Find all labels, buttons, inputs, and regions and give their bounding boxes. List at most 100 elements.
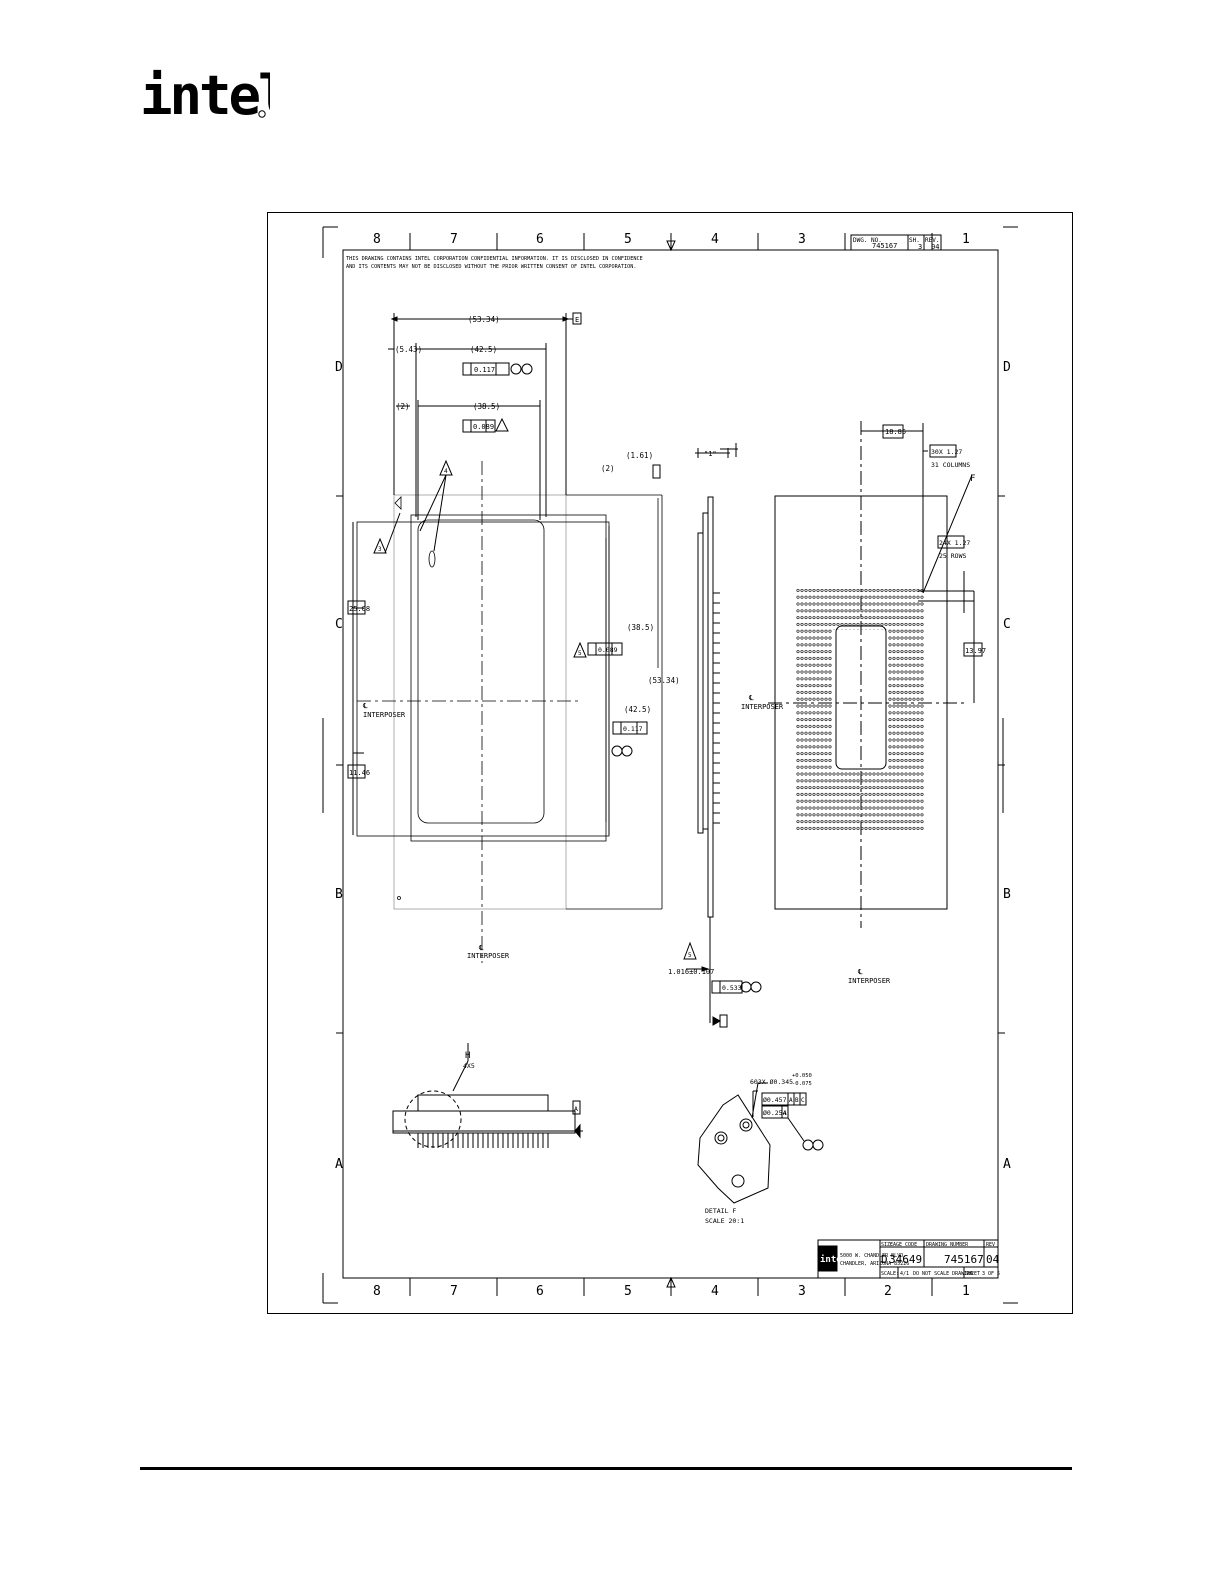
cl-interposer-right-mark: ℄ — [748, 694, 754, 702]
dim-2-left: (2) — [396, 402, 410, 411]
zone-col-5-bottom: 5 — [624, 1284, 632, 1299]
dim-1-f: "1" — [704, 450, 717, 458]
rev-label: REV — [986, 1242, 995, 1248]
dim-38-5-v: (38.5) — [627, 623, 654, 632]
detail-title: DETAIL F — [705, 1207, 736, 1215]
zone-col-8-bottom: 8 — [373, 1284, 381, 1299]
note-4-top: 4 — [444, 468, 448, 475]
zone-row-b-left: B — [335, 887, 343, 902]
zone-row-b-right: B — [1003, 887, 1011, 902]
hole-tol-minus: -0.075 — [792, 1081, 812, 1087]
dim-flatness: 0.533 — [722, 984, 742, 992]
scale-label: SCALE: — [881, 1271, 899, 1277]
fcf-0-089-right: 0.089 — [598, 646, 618, 654]
sheet-value: 3 OF 5 — [982, 1271, 1000, 1277]
zone-row-d-right: D — [1003, 360, 1011, 375]
dim-42-5: (42.5) — [470, 345, 497, 354]
dwg-value: 745167 — [944, 1253, 984, 1266]
dim-thickness: 1.016±0.107 — [668, 968, 714, 976]
intel-logo: intel — [140, 66, 270, 127]
hole-spec: 603X Ø0.345 — [750, 1078, 793, 1086]
drawing-frame: 8 7 6 5 4 3 1 8 7 6 5 4 3 2 1 D C B A D … — [267, 212, 1073, 1314]
cage-label: CAGE CODE — [890, 1242, 917, 1248]
dim-5-43: (5.43) — [395, 345, 422, 354]
fcf-0-117-top: 0.117 — [474, 366, 495, 374]
top-sheet: 3 — [918, 243, 922, 251]
zone-col-3-bottom: 3 — [798, 1284, 806, 1299]
fcf-0-117-right: 0.117 — [623, 725, 643, 733]
intel-logo-text: intel — [140, 66, 270, 127]
zone-row-a-left: A — [335, 1157, 343, 1172]
title-block-logo: intel — [820, 1254, 847, 1265]
dim-31-columns: 31 COLUMNS — [931, 461, 970, 469]
callout-h: H — [465, 1051, 470, 1061]
zone-col-4-top: 4 — [711, 232, 719, 247]
zone-col-1-top: 1 — [962, 232, 970, 247]
zone-col-4-bottom: 4 — [711, 1284, 719, 1299]
tol-0-254: Ø0.254 — [763, 1109, 787, 1117]
dim-18-85: 18.85 — [885, 428, 906, 436]
fcf-0-089-top: 0.089 — [473, 423, 494, 431]
company-line1: 5000 W. CHANDLER BLVD. — [840, 1253, 906, 1259]
dim-1-61: (1.61) — [626, 451, 653, 460]
note-5-right: 5 — [578, 650, 582, 657]
zone-row-c-left: C — [335, 617, 343, 632]
note-6: 5 — [688, 952, 692, 959]
cl-interposer-bottom-grid-mark: ℄ — [857, 968, 863, 976]
top-dwg-no: 745167 — [872, 242, 897, 250]
zone-col-7-top: 7 — [450, 232, 458, 247]
top-rev: 04 — [931, 243, 939, 251]
dim-53-34: (53.34) — [468, 315, 500, 324]
dim-13-97: 13.97 — [965, 647, 986, 655]
detail-scale: SCALE 20:1 — [705, 1217, 744, 1225]
cl-interposer-right: INTERPOSER — [741, 703, 784, 711]
datum-a-lower: A — [574, 1105, 578, 1113]
cl-interposer-bottom: INTERPOSER — [467, 952, 510, 960]
confidential-note-line1: THIS DRAWING CONTAINS INTEL CORPORATION … — [346, 256, 643, 262]
dim-42-5-v: (42.5) — [624, 705, 651, 714]
scale-value: 4/1 — [900, 1271, 909, 1277]
zone-col-5-top: 5 — [624, 232, 632, 247]
cl-interposer-bottom-grid: INTERPOSER — [848, 977, 891, 985]
zone-row-c-right: C — [1003, 617, 1011, 632]
dim-11-46: 11.46 — [349, 769, 370, 777]
cage-value: 34649 — [889, 1253, 922, 1266]
dim-2-right: (2) — [601, 464, 615, 473]
top-sheet-label: SH. — [909, 237, 920, 244]
top-dwg-no-label: DWG. NO. — [853, 237, 882, 244]
no-scale: DO NOT SCALE DRAWING — [913, 1271, 973, 1277]
confidential-note-line2: AND ITS CONTENTS MAY NOT BE DISCLOSED WI… — [346, 264, 636, 270]
dim-25-08: 25.08 — [349, 605, 370, 613]
size-label: SIZE — [881, 1242, 893, 1248]
zone-col-6-top: 6 — [536, 232, 544, 247]
zone-col-2-bottom: 2 — [884, 1284, 892, 1299]
datum-e: E — [575, 316, 579, 324]
cl-interposer-left-mark: ℄ — [362, 702, 368, 710]
zone-col-8-top: 8 — [373, 232, 381, 247]
zone-row-d-left: D — [335, 360, 343, 375]
zone-col-3-top: 3 — [798, 232, 806, 247]
dim-25-rows: 25 ROWS — [939, 552, 966, 560]
dim-30x-1-27: 30X 1.27 — [931, 448, 962, 456]
dim-24x-1-27: 24X 1.27 — [939, 539, 970, 547]
dwg-label: DRAWING NUMBER — [926, 1242, 969, 1248]
dim-53-34-v: (53.34) — [648, 676, 680, 685]
rev-value: 04 — [986, 1253, 1000, 1266]
cl-interposer-bottom-mark: ℄ — [478, 944, 484, 952]
sheet-label: SHEET — [965, 1271, 980, 1277]
datum-b-fcf: B — [795, 1097, 799, 1104]
size-value: D — [881, 1253, 888, 1266]
datum-a-fcf: A — [789, 1097, 793, 1104]
mechanical-drawing: 8 7 6 5 4 3 1 8 7 6 5 4 3 2 1 D C B A D … — [322, 226, 1018, 1304]
zone-row-a-right: A — [1003, 1157, 1011, 1172]
cl-interposer-left: INTERPOSER — [363, 711, 406, 719]
datum-c-fcf: C — [801, 1097, 805, 1104]
footer-rule — [140, 1467, 1072, 1470]
datum-a-fcf2: A — [783, 1110, 787, 1117]
callout-4x5: 4X5 — [463, 1062, 475, 1070]
company-line2: CHANDLER, ARIZONA 85226 — [840, 1261, 909, 1267]
top-rev-label: REV. — [925, 237, 939, 244]
tol-0-457: Ø0.457 — [763, 1096, 787, 1104]
hole-tol-plus: +0.050 — [792, 1073, 812, 1079]
zone-col-7-bottom: 7 — [450, 1284, 458, 1299]
